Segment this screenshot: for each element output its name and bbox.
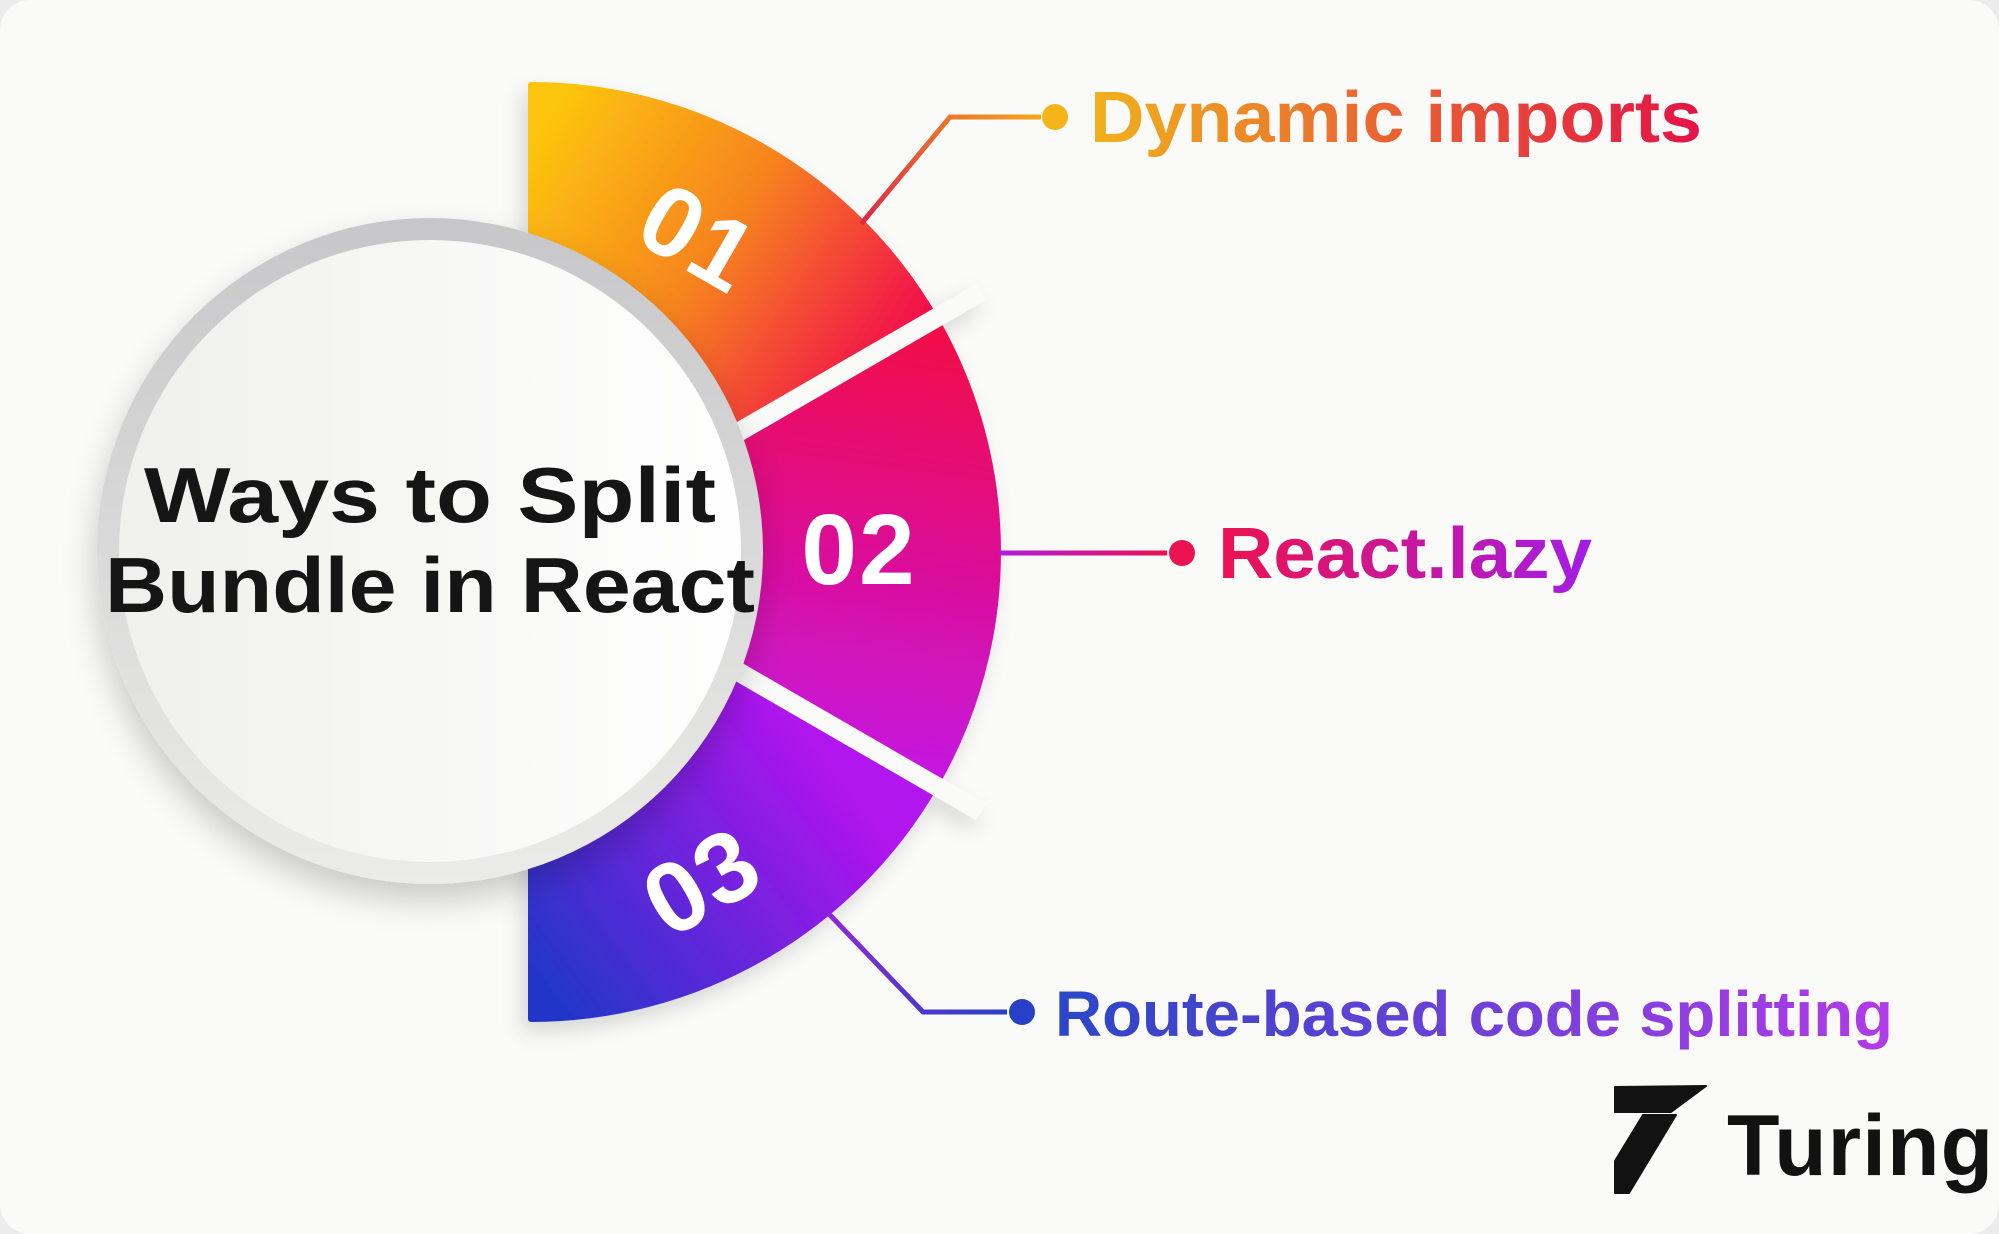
label-dynamic-imports: Dynamic imports	[1090, 78, 1702, 158]
center-circle: Ways to Split Bundle in React	[97, 218, 763, 884]
page-title-line2: Bundle in React	[105, 541, 755, 629]
connector-02-dot	[1169, 540, 1195, 566]
segment-gap-1	[690, 283, 986, 466]
connector-03-dot	[1009, 999, 1035, 1025]
segment-gap-2	[690, 638, 986, 821]
connector-01: Dynamic imports	[859, 78, 1702, 226]
connector-01-line	[859, 114, 1041, 226]
connector-03-line	[827, 912, 1007, 1015]
connector-01-dot	[1042, 104, 1068, 130]
segment-02-number: 02	[801, 494, 916, 606]
label-react-lazy: React.lazy	[1218, 514, 1592, 594]
center-circle-face	[119, 240, 741, 862]
label-route-based-code-splitting: Route-based code splitting	[1055, 978, 1893, 1050]
brand-logo: Turing	[1614, 1085, 1994, 1194]
page-title-line1: Ways to Split	[144, 451, 716, 539]
turing-logo-icon	[1614, 1085, 1707, 1194]
connector-02: React.lazy	[999, 514, 1592, 594]
connector-03: Route-based code splitting	[827, 912, 1893, 1050]
brand-name: Turing	[1727, 1098, 1994, 1194]
